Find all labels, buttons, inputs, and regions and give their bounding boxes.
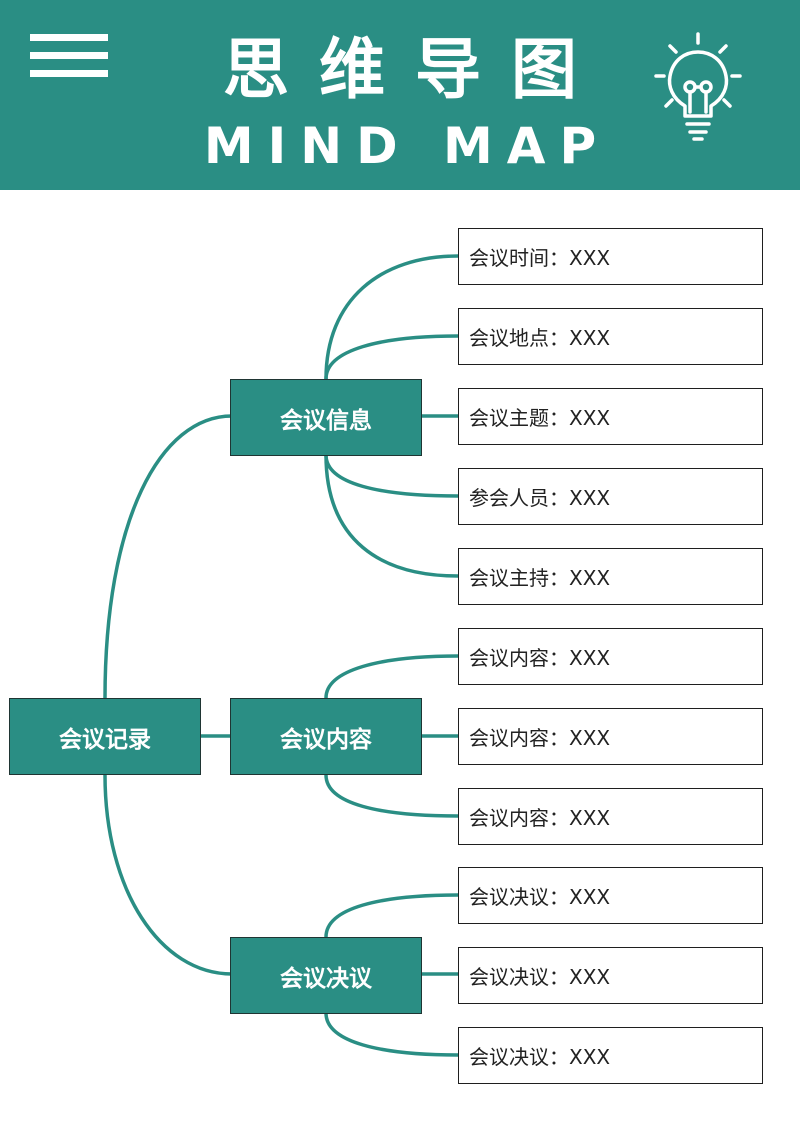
- lightbulb-icon: [654, 32, 742, 141]
- branch-node-meeting-resolution: 会议决议: [230, 937, 422, 1014]
- leaf-node-resolution-1: 会议决议：XXX: [458, 867, 763, 924]
- header-banner: 思维导图 MIND MAP: [0, 0, 800, 190]
- connector-root-branch-1: [103, 414, 234, 700]
- page-title: 思维导图: [223, 31, 607, 108]
- leaf-node-resolution-3: 会议决议：XXX: [458, 1027, 763, 1084]
- leaf-node-attendees: 参会人员：XXX: [458, 468, 763, 525]
- menu-icon[interactable]: [30, 34, 108, 78]
- connector-b3-leaf-3: [324, 1011, 460, 1057]
- connector-b2-leaf-3: [324, 773, 460, 818]
- connector-b1-leaf-2: [324, 334, 460, 381]
- connector-b1-leaf-4: [324, 453, 460, 498]
- leaf-node-content-3: 会议内容：XXX: [458, 788, 763, 845]
- leaf-node-meeting-time: 会议时间：XXX: [458, 228, 763, 285]
- leaf-node-content-1: 会议内容：XXX: [458, 628, 763, 685]
- branch-node-meeting-info: 会议信息: [230, 379, 422, 456]
- leaf-node-meeting-location: 会议地点：XXX: [458, 308, 763, 365]
- branch-node-meeting-content: 会议内容: [230, 698, 422, 775]
- connector-root-branch-3: [103, 773, 234, 976]
- connector-b1-leaf-1: [324, 254, 460, 381]
- connector-b1-leaf-5: [324, 453, 460, 578]
- connector-b3-leaf-1: [324, 893, 460, 939]
- page-subtitle: MIND MAP: [203, 117, 611, 175]
- root-node: 会议记录: [9, 698, 201, 775]
- leaf-node-meeting-topic: 会议主题：XXX: [458, 388, 763, 445]
- leaf-node-resolution-2: 会议决议：XXX: [458, 947, 763, 1004]
- leaf-node-content-2: 会议内容：XXX: [458, 708, 763, 765]
- leaf-node-host: 会议主持：XXX: [458, 548, 763, 605]
- connector-b2-leaf-1: [324, 654, 460, 700]
